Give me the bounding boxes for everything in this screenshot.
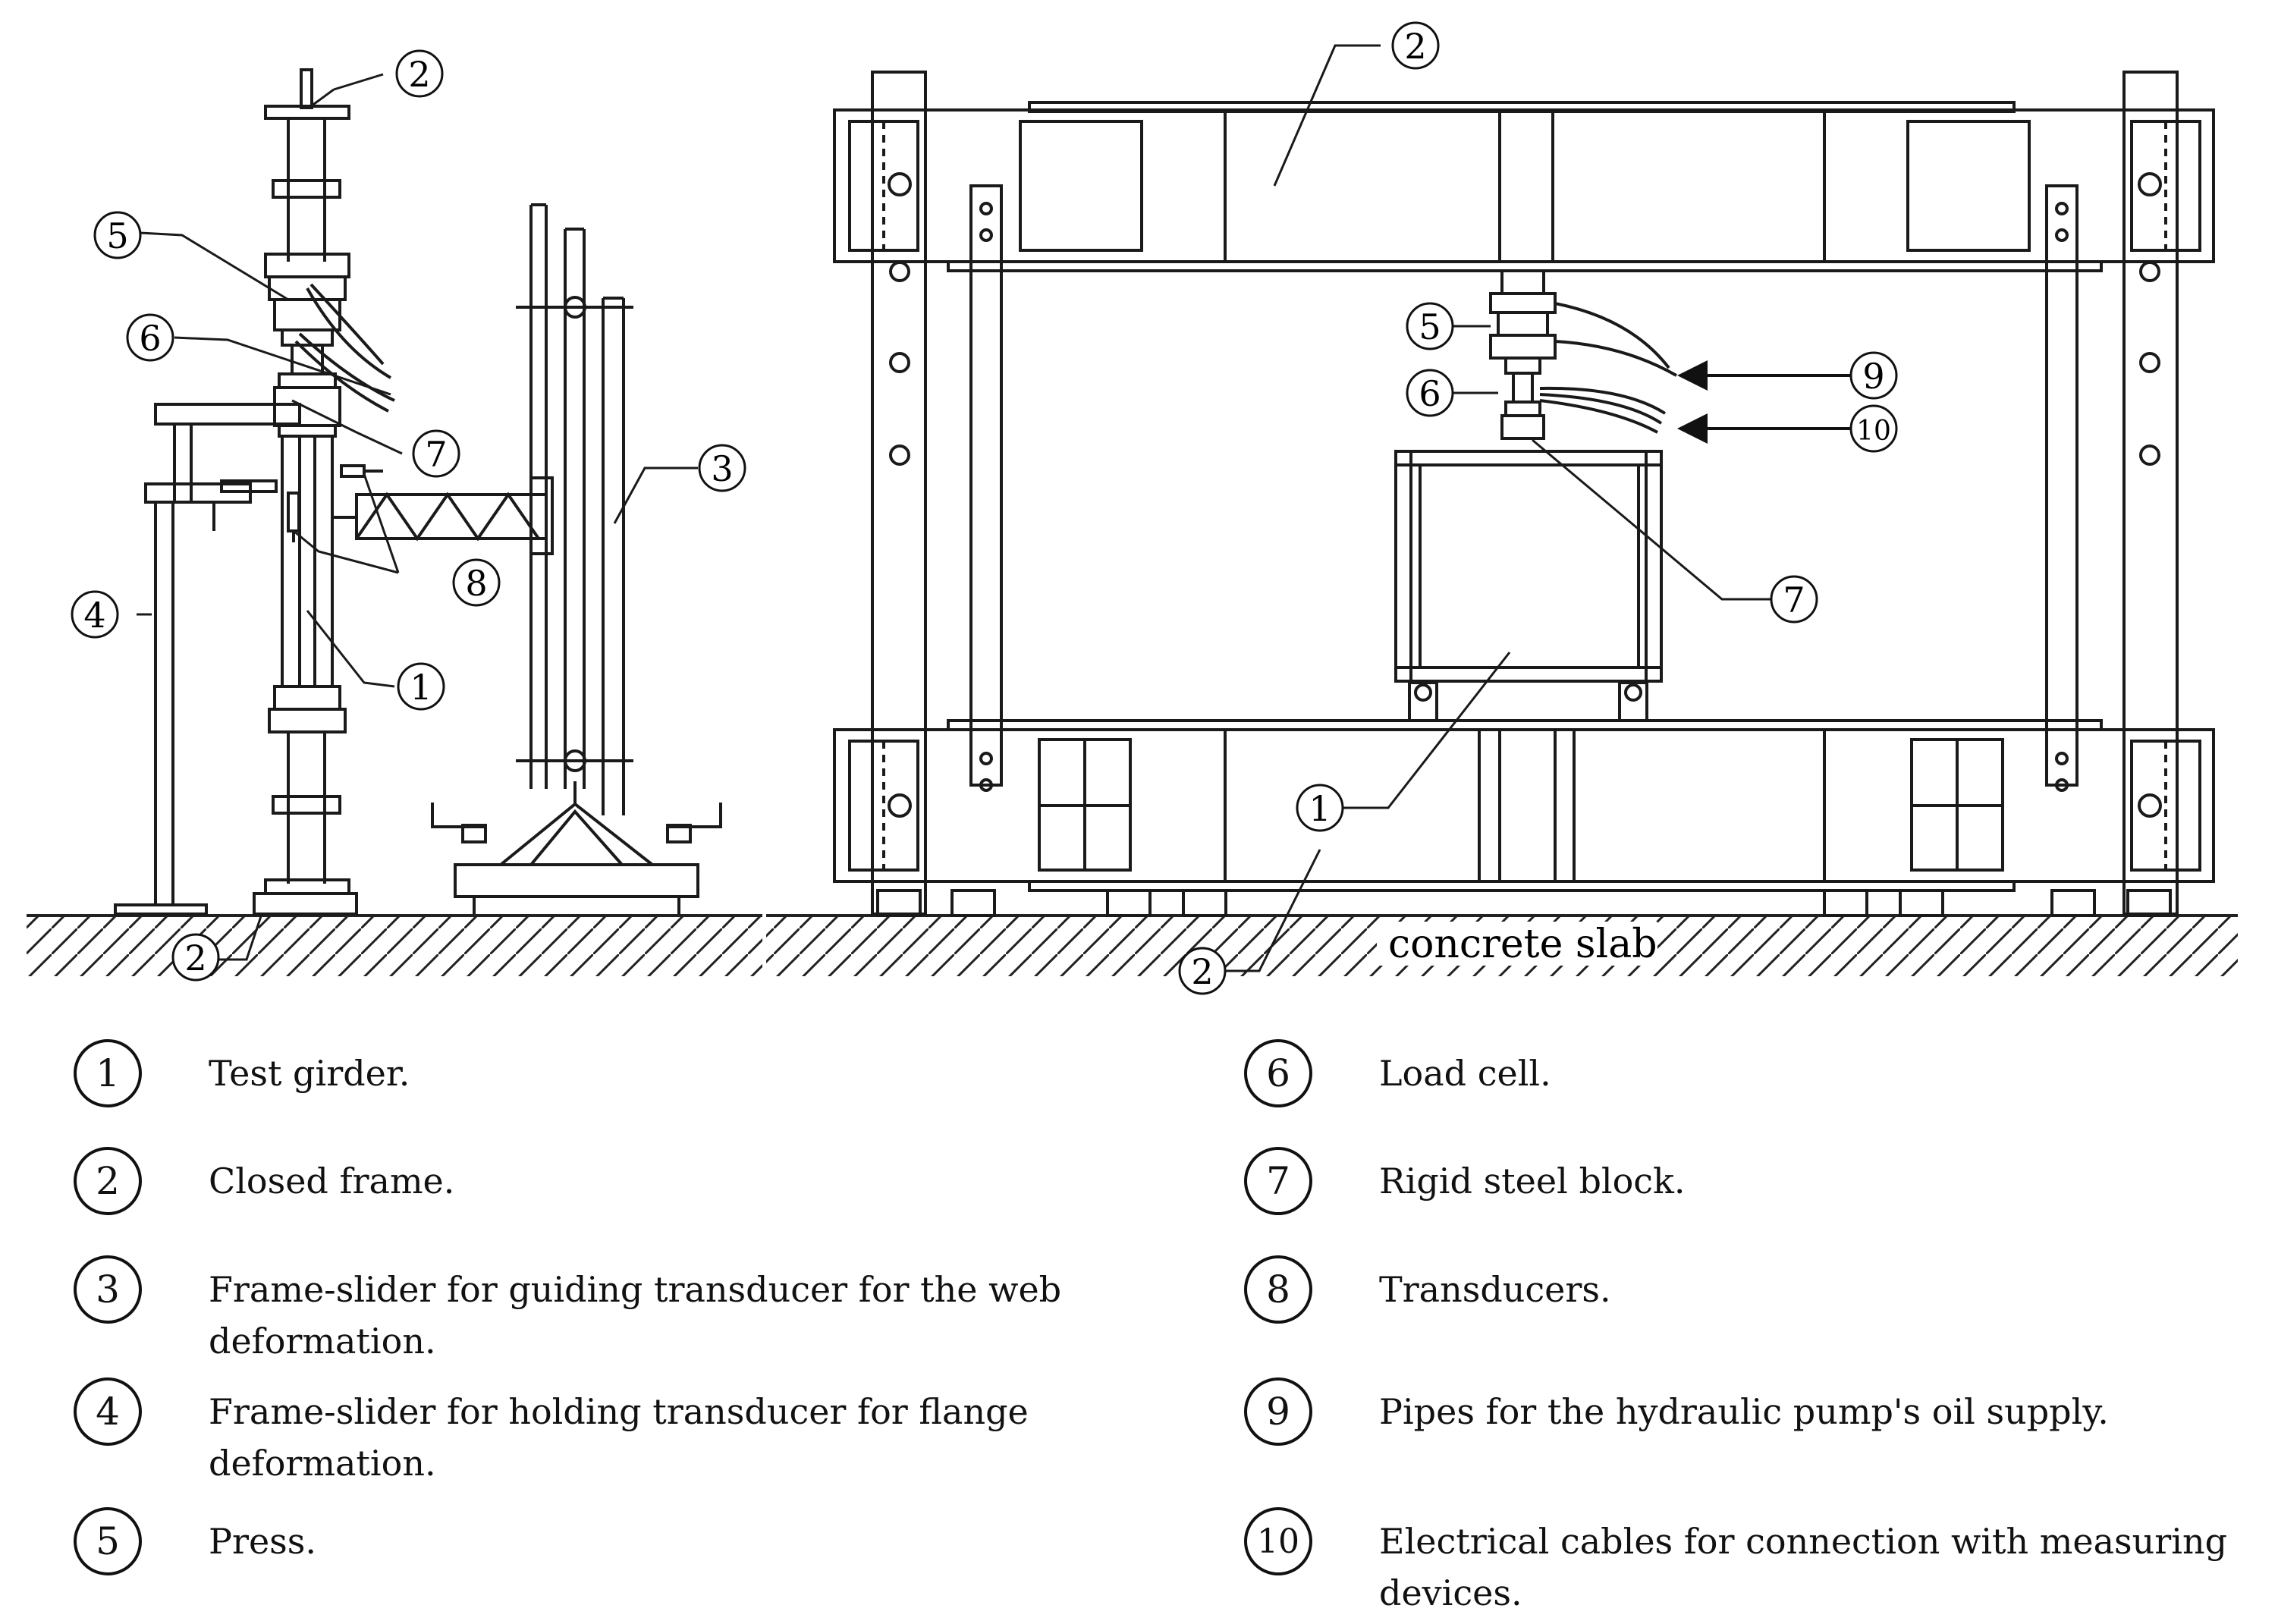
legend-item-1: 1 Test girder. (74, 1039, 1119, 1107)
flange-frame-slider (114, 403, 301, 916)
legend-number: 7 (1244, 1147, 1312, 1215)
callout-9-label: 9 (1862, 356, 1884, 397)
callout-6-right: 6 (1406, 369, 1454, 417)
legend-item-9: 9 Pipes for the hydraulic pump's oil sup… (1244, 1377, 2274, 1446)
press-assembly (1489, 269, 1557, 440)
legend-text: Closed frame. (209, 1161, 455, 1202)
legend-number: 1 (74, 1039, 142, 1107)
callout-10: 10 (1849, 404, 1898, 453)
legend-text: Transducers. (1379, 1269, 1611, 1310)
legend-number: 6 (1244, 1039, 1312, 1107)
test-setup-diagram: 2 5 6 7 3 8 4 1 (27, 21, 2238, 995)
callout-2-label: 2 (408, 54, 430, 95)
legend-number: 3 (74, 1255, 142, 1324)
callout-1-right: 1 (1296, 784, 1344, 832)
legend-number: 5 (74, 1507, 142, 1575)
legend-item-5: 5 Press. (74, 1507, 1119, 1575)
callout-2-label: 2 (184, 938, 206, 978)
side-view (27, 68, 762, 976)
legend-text: Frame-slider for holding transducer for … (209, 1391, 1029, 1484)
callout-2-bottom-left: 2 (171, 933, 220, 982)
callout-1-label: 1 (410, 667, 432, 708)
callout-2-bottom-right: 2 (1178, 947, 1227, 995)
press-hoses (294, 283, 395, 413)
legend-item-6: 6 Load cell. (1244, 1039, 2274, 1107)
legend-item-8: 8 Transducers. (1244, 1255, 2274, 1324)
callout-1-left: 1 (397, 662, 445, 711)
callout-7-right: 7 (1770, 575, 1818, 624)
legend-text: Load cell. (1379, 1053, 1551, 1094)
callout-3: 3 (698, 444, 746, 492)
legend-item-3: 3 Frame-slider for guiding transducer fo… (74, 1255, 1066, 1367)
leader-lines (137, 44, 1771, 972)
ground-label-group: concrete slab (1377, 922, 1657, 967)
legend-item-4: 4 Frame-slider for holding transducer fo… (74, 1377, 1119, 1489)
callout-4: 4 (71, 590, 119, 639)
ground-label: concrete slab (1388, 922, 1657, 967)
truss-arm (287, 464, 554, 555)
callout-4-label: 4 (83, 595, 105, 636)
legend-text: Press. (209, 1521, 316, 1562)
callouts: 2 5 6 7 3 8 4 1 (71, 21, 1898, 995)
callout-3-label: 3 (711, 448, 733, 489)
vertical-sliders (969, 184, 2078, 792)
press-column (253, 68, 358, 916)
legend-text: Pipes for the hydraulic pump's oil suppl… (1379, 1391, 2109, 1432)
callout-6-label: 6 (1419, 373, 1441, 414)
front-view (766, 71, 2238, 976)
legend-text: Test girder. (209, 1053, 410, 1094)
legend-number: 9 (1244, 1377, 1312, 1446)
legend-item-10: 10 Electrical cables for connection with… (1244, 1507, 2274, 1619)
callout-8: 8 (452, 558, 501, 607)
callout-5-label: 5 (106, 215, 128, 256)
callout-6-left: 6 (126, 313, 174, 362)
frame-columns (871, 71, 2179, 916)
hoses-and-cables (1539, 302, 1677, 434)
test-girder (1394, 450, 1663, 722)
callout-7-left: 7 (412, 429, 460, 478)
top-beam (833, 101, 2215, 272)
legend-number: 10 (1244, 1507, 1312, 1575)
callout-5-left: 5 (93, 211, 142, 259)
legend-text: Electrical cables for connection with me… (1379, 1521, 2228, 1613)
callout-6-label: 6 (139, 318, 161, 359)
callout-7-label: 7 (1783, 580, 1805, 620)
callout-9: 9 (1849, 351, 1898, 400)
legend-number: 2 (74, 1147, 142, 1215)
bottom-beam (833, 719, 2215, 917)
callout-8-label: 8 (465, 563, 487, 604)
legend-text: Frame-slider for guiding transducer for … (209, 1269, 1062, 1362)
ground-left (27, 914, 762, 976)
callout-2-top-right: 2 (1391, 21, 1440, 70)
callout-5-label: 5 (1419, 306, 1441, 347)
callout-5-right: 5 (1406, 302, 1454, 350)
arrows (1677, 360, 1851, 444)
callout-2-label: 2 (1404, 26, 1426, 67)
callout-10-label: 10 (1856, 416, 1891, 447)
callout-1-label: 1 (1309, 788, 1331, 829)
web-frame-slider (431, 203, 722, 914)
callout-7-label: 7 (425, 434, 447, 475)
legend-text: Rigid steel block. (1379, 1161, 1686, 1202)
callout-2-label: 2 (1191, 951, 1213, 992)
legend-item-2: 2 Closed frame. (74, 1147, 1119, 1215)
legend-number: 8 (1244, 1255, 1312, 1324)
callout-2-top-left: 2 (395, 49, 444, 98)
legend-number: 4 (74, 1377, 142, 1446)
legend-item-7: 7 Rigid steel block. (1244, 1147, 2274, 1215)
